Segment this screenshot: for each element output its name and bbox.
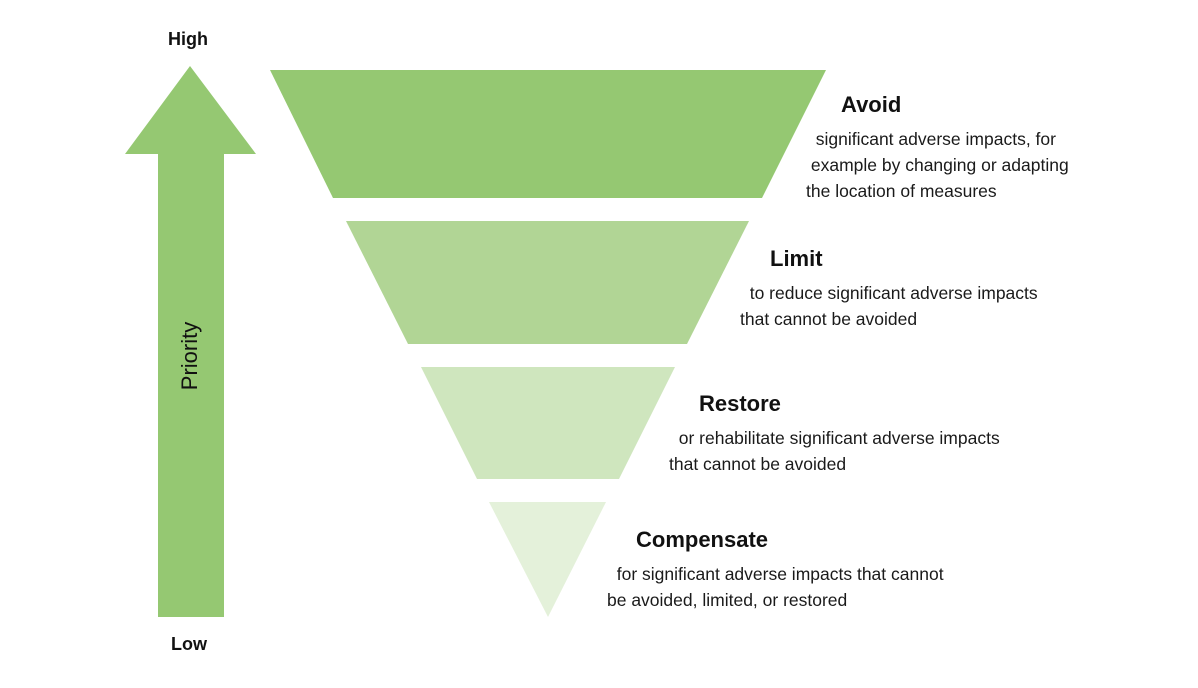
tier-restore: Restore or rehabilitate significant adve… [669,391,1000,477]
tier-compensate: Compensate for significant adverse impac… [607,527,944,613]
tier-restore-description: or rehabilitate significant adverse impa… [669,428,1000,474]
priority-label: Priority [177,321,202,391]
compensate-triangle [489,502,606,617]
tier-compensate-title: Compensate [636,527,769,552]
priority-arrow [125,66,256,617]
tier-avoid-description: significant adverse impacts, for example… [806,129,1069,201]
restore-trapezoid [421,367,675,479]
axis-high-label: High [168,29,208,49]
tier-avoid: Avoid significant adverse impacts, for e… [806,92,1069,204]
tier-limit-title: Limit [770,246,823,271]
axis-low-label: Low [171,634,207,654]
tier-limit: Limit to reduce significant adverse impa… [740,246,1038,332]
tier-avoid-title: Avoid [841,92,902,117]
limit-trapezoid [346,221,749,344]
tier-restore-title: Restore [699,391,781,416]
tier-limit-description: to reduce significant adverse impacts th… [740,283,1038,329]
avoid-trapezoid [270,70,826,198]
tier-compensate-description: for significant adverse impacts that can… [607,564,944,610]
